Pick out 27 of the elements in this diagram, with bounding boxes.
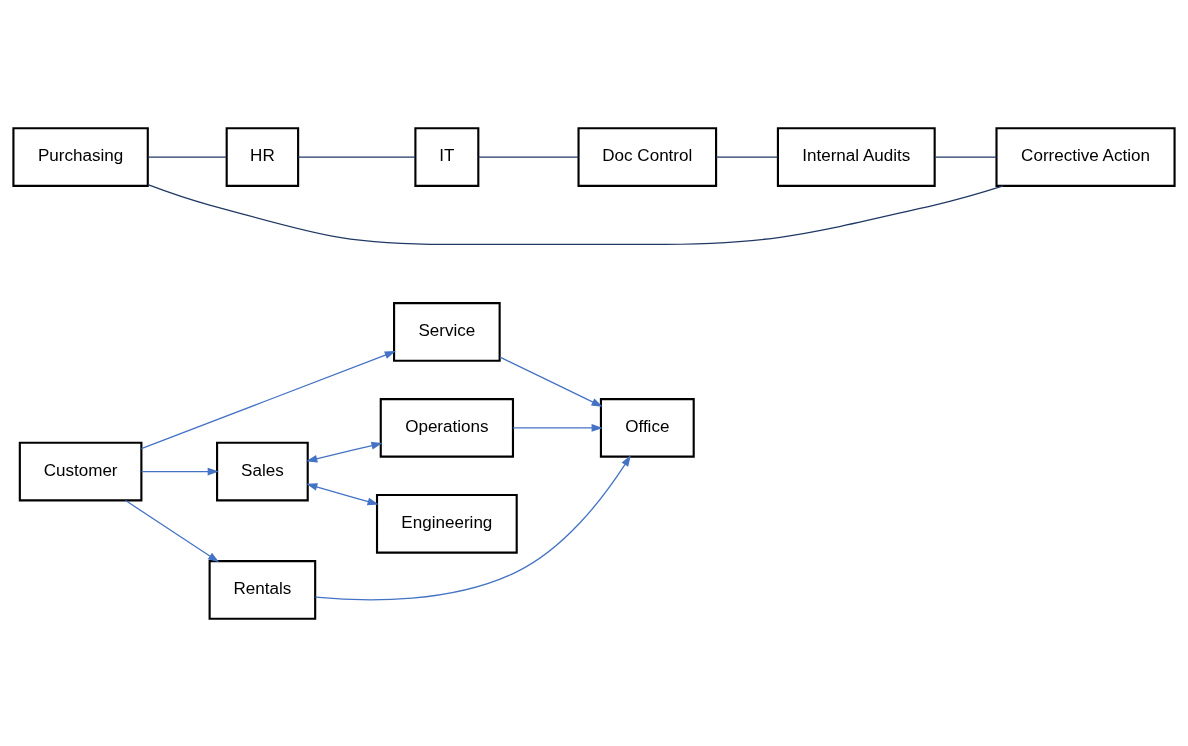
node-box: Customer [18, 441, 143, 501]
node-box: Internal Audits [776, 126, 936, 187]
node-box: Engineering [375, 493, 518, 554]
node-box: Operations [379, 397, 515, 458]
arrow [125, 499, 220, 562]
arrow [512, 423, 603, 432]
arrow [306, 482, 379, 505]
node-box: Rentals [208, 559, 317, 620]
node-box: Office [599, 397, 695, 458]
node-box: Service [393, 301, 501, 362]
connector [147, 183, 1004, 245]
connector [715, 155, 779, 158]
node-box: IT [414, 126, 480, 187]
connector [477, 155, 579, 158]
connector [297, 155, 416, 158]
node-box: Sales [216, 441, 309, 501]
connector [147, 155, 228, 158]
arrow [140, 350, 396, 449]
node-box: Doc Control [577, 126, 718, 187]
arrow [499, 356, 603, 407]
node-box: HR [225, 126, 300, 187]
arrow [140, 467, 219, 475]
node-box: Corrective Action [995, 126, 1176, 187]
connector [934, 155, 997, 158]
arrow [306, 441, 383, 463]
node-box: Purchasing [12, 126, 149, 187]
arrow [314, 454, 631, 600]
